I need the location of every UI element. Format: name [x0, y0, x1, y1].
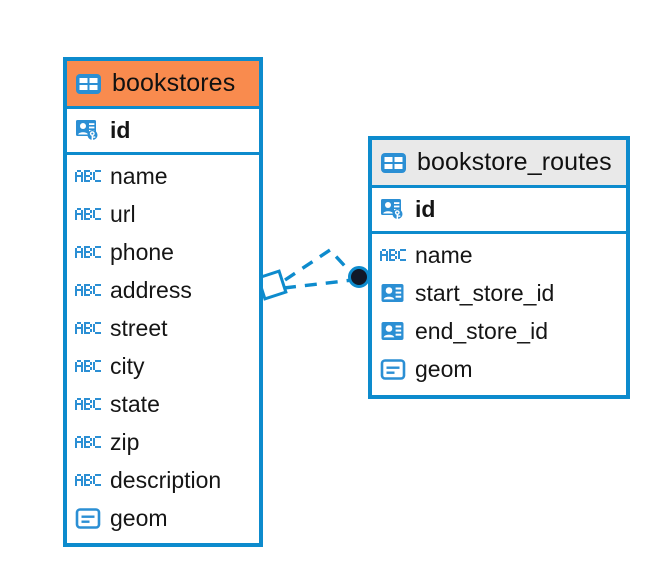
text-type-icon — [75, 473, 101, 487]
field-row-description[interactable]: description — [67, 461, 259, 499]
field-label: start_store_id — [415, 279, 555, 306]
table-icon — [75, 73, 102, 95]
geometry-type-icon — [75, 506, 101, 530]
geometry-type-icon — [380, 357, 406, 381]
table-icon — [380, 152, 407, 174]
text-type-icon — [380, 248, 406, 262]
field-label: name — [415, 241, 473, 268]
field-label: id — [415, 196, 436, 222]
field-label: name — [110, 162, 168, 189]
primary-key-icon — [75, 119, 101, 143]
field-label: state — [110, 390, 160, 417]
entity-table-bookstore-routes[interactable]: bookstore_routes — [368, 136, 630, 399]
foreign-key-icon — [380, 320, 406, 342]
field-list-bookstore-routes: name start_store_id — [372, 234, 626, 390]
entity-title-bookstores: bookstores — [112, 69, 236, 97]
field-row-geom[interactable]: geom — [67, 499, 259, 537]
field-label: city — [110, 352, 145, 379]
primary-key-icon — [380, 198, 406, 222]
field-label: street — [110, 314, 168, 341]
field-list-bookstores: name u — [67, 155, 259, 539]
field-row-primary-key[interactable]: id — [67, 109, 259, 155]
entity-header-bookstores: bookstores — [67, 61, 259, 109]
field-label: geom — [110, 504, 168, 531]
field-label: geom — [415, 355, 473, 382]
relationship-line-lower — [283, 278, 354, 290]
field-row-geom[interactable]: geom — [372, 350, 626, 388]
field-row-name[interactable]: name — [372, 236, 626, 274]
text-type-icon — [75, 283, 101, 297]
field-label: id — [110, 117, 131, 143]
field-label: phone — [110, 238, 174, 265]
circle-endpoint-icon — [348, 266, 370, 288]
relationship-line-upper — [284, 247, 357, 282]
field-row-url[interactable]: url — [67, 195, 259, 233]
entity-title-bookstore-routes: bookstore_routes — [417, 148, 612, 176]
field-row-end-store-id[interactable]: end_store_id — [372, 312, 626, 350]
text-type-icon — [75, 397, 101, 411]
field-label: description — [110, 466, 222, 493]
field-label: url — [110, 200, 136, 227]
text-type-icon — [75, 321, 101, 335]
field-row-start-store-id[interactable]: start_store_id — [372, 274, 626, 312]
text-type-icon — [75, 207, 101, 221]
field-row-state[interactable]: state — [67, 385, 259, 423]
field-label: end_store_id — [415, 317, 548, 344]
entity-header-bookstore-routes: bookstore_routes — [372, 140, 626, 188]
field-row-name[interactable]: name — [67, 157, 259, 195]
field-row-city[interactable]: city — [67, 347, 259, 385]
field-row-street[interactable]: street — [67, 309, 259, 347]
field-row-primary-key[interactable]: id — [372, 188, 626, 234]
field-row-phone[interactable]: phone — [67, 233, 259, 271]
field-label: address — [110, 276, 192, 303]
entity-table-bookstores[interactable]: bookstores — [63, 57, 263, 547]
field-row-zip[interactable]: zip — [67, 423, 259, 461]
text-type-icon — [75, 435, 101, 449]
field-label: zip — [110, 428, 140, 455]
text-type-icon — [75, 245, 101, 259]
foreign-key-icon — [380, 282, 406, 304]
text-type-icon — [75, 169, 101, 183]
text-type-icon — [75, 359, 101, 373]
field-row-address[interactable]: address — [67, 271, 259, 309]
